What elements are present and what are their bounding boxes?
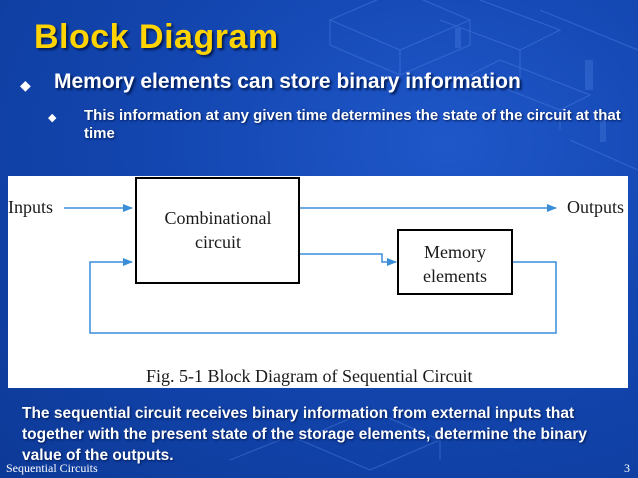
bullet-diamond-icon: ◆ xyxy=(48,112,57,124)
figure-background xyxy=(8,176,628,388)
combinational-label-line1: Combinational xyxy=(165,208,272,228)
page-number: 3 xyxy=(624,461,630,475)
footer-course-title: Sequential Circuits xyxy=(6,461,98,475)
bullet-level1-text: Memory elements can store binary informa… xyxy=(54,70,521,93)
block-diagram: Inputs Outputs Combinational circuit Mem… xyxy=(8,176,628,388)
bullet-diamond-icon: ◆ xyxy=(20,77,31,93)
bullet-level2-text: This information at any given time deter… xyxy=(84,107,621,142)
feedback-arrow xyxy=(89,258,557,334)
combinational-circuit-block xyxy=(135,177,300,284)
memory-label-line2: elements xyxy=(423,266,487,286)
slide-title: Block Diagram xyxy=(34,18,279,56)
inputs-label: Inputs xyxy=(8,197,53,217)
figure-caption: Fig. 5-1 Block Diagram of Sequential Cir… xyxy=(146,366,472,386)
memory-label-line1: Memory xyxy=(424,242,486,262)
body-text: The sequential circuit receives binary i… xyxy=(22,405,588,464)
memory-elements-block xyxy=(397,229,513,295)
combinational-label-line2: circuit xyxy=(195,232,241,252)
outputs-label: Outputs xyxy=(567,197,624,217)
block-diagram-figure: Inputs Outputs Combinational circuit Mem… xyxy=(8,176,628,388)
to-memory-arrow xyxy=(300,253,397,266)
